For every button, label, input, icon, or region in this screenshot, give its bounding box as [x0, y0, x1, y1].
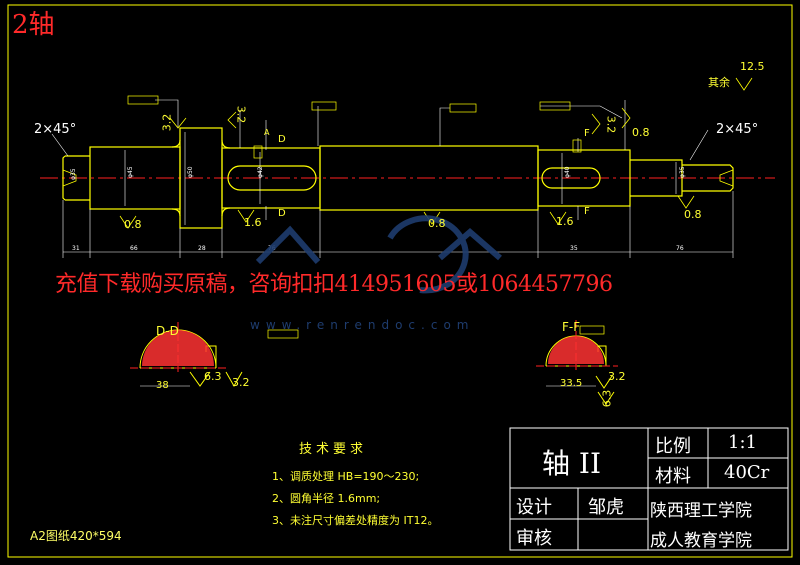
school-name: 陕西理工学院 [650, 501, 752, 521]
svg-text:φ50: φ50 [187, 166, 194, 178]
section-ff-roughness-1: 3.2 [608, 370, 626, 383]
svg-text:φ40: φ40 [564, 166, 571, 178]
note-item: 3、未注尺寸偏差处精度为 IT12。 [272, 514, 439, 527]
section-mark-f-top: F [584, 128, 590, 139]
drawing-frame [7, 4, 793, 558]
review-label: 审核 [516, 528, 552, 549]
title-block-frame [509, 427, 789, 551]
svg-text:φ42: φ42 [257, 166, 264, 178]
tolerance-frames [127, 95, 605, 339]
section-ff-width: 33.5 [560, 378, 583, 389]
svg-text:φ35: φ35 [70, 168, 77, 180]
roughness-16-b: 1.6 [556, 215, 574, 228]
scale-value: 1:1 [728, 432, 757, 453]
section-dd-depth: 6.3 [204, 370, 222, 383]
roughness-08-b: 0.8 [428, 217, 446, 230]
svg-text:66: 66 [130, 245, 138, 252]
design-label: 设计 [516, 497, 552, 518]
material-label: 材料 [655, 466, 691, 487]
svg-text:76: 76 [676, 245, 684, 252]
section-dd-width: 38 [156, 380, 169, 391]
sheet-header-label: 2轴 [12, 10, 55, 40]
chamfer-right: 2×45° [716, 122, 759, 137]
notes-title: 技术要求 [299, 442, 368, 457]
watermark-logo [255, 215, 502, 294]
material-value: 40Cr [724, 462, 770, 483]
roughness-08-a: 0.8 [124, 218, 142, 231]
section-ff-roughness-2: 6.3 [600, 389, 614, 408]
roughness-32-a: 3.2 [160, 113, 174, 132]
datum-a-mark: A [264, 128, 270, 137]
roughness-symbols [119, 77, 753, 229]
watermark-url: www.renrendoc.com [250, 318, 475, 332]
section-mark-d-top: D [278, 134, 286, 145]
section-mark-d-bottom: D [278, 208, 286, 219]
section-dd-roughness: 3.2 [232, 376, 250, 389]
svg-text:35: 35 [570, 245, 578, 252]
watermark-text: 充值下载购买原稿，咨询扣扣414951605或1064457796 [55, 272, 613, 297]
svg-text:31: 31 [72, 245, 80, 252]
paper-size-label: A2图纸420*594 [30, 529, 122, 543]
shaft-outline [62, 127, 734, 229]
college-name: 成人教育学院 [650, 531, 752, 551]
svg-text:φ45: φ45 [127, 166, 134, 178]
roughness-16-a: 1.6 [244, 216, 262, 229]
other-roughness-label: 其余 [708, 76, 730, 89]
section-ff-hatch [548, 336, 604, 364]
roughness-08-d: 0.8 [632, 126, 650, 139]
roughness-32-b: 3.2 [234, 105, 248, 124]
section-ff-title: F-F [562, 320, 581, 334]
designer-name: 邹虎 [588, 497, 624, 518]
svg-text:φ35: φ35 [679, 166, 686, 178]
center-holes [62, 169, 734, 187]
roughness-32-c: 3.2 [604, 115, 618, 134]
part-name: 轴 II [542, 447, 602, 480]
roughness-08-c: 0.8 [684, 208, 702, 221]
scale-label: 比例 [655, 436, 691, 457]
section-dd-hatch [142, 330, 214, 366]
chamfer-left: 2×45° [34, 122, 77, 137]
section-dd-title: D-D [156, 324, 179, 338]
dimension-lines [51, 99, 734, 258]
note-item: 2、圆角半径 1.6mm; [272, 492, 381, 505]
note-item: 1、调质处理 HB=190～230; [272, 470, 420, 483]
svg-text:28: 28 [198, 245, 206, 252]
other-roughness-value: 12.5 [740, 60, 765, 73]
section-mark-f-bottom: F [584, 206, 590, 217]
